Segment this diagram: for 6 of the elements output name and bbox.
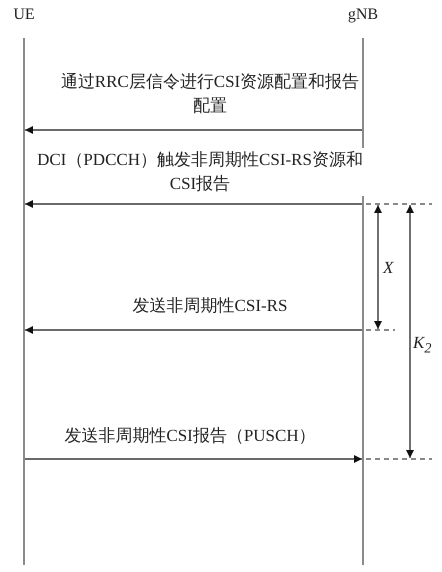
- message-arrow: [25, 126, 362, 134]
- message-arrow: [25, 455, 362, 463]
- entity-label: gNB: [346, 6, 380, 24]
- message-arrow: [25, 200, 362, 208]
- entity-label: UE: [12, 6, 36, 24]
- message-arrow: [25, 326, 362, 334]
